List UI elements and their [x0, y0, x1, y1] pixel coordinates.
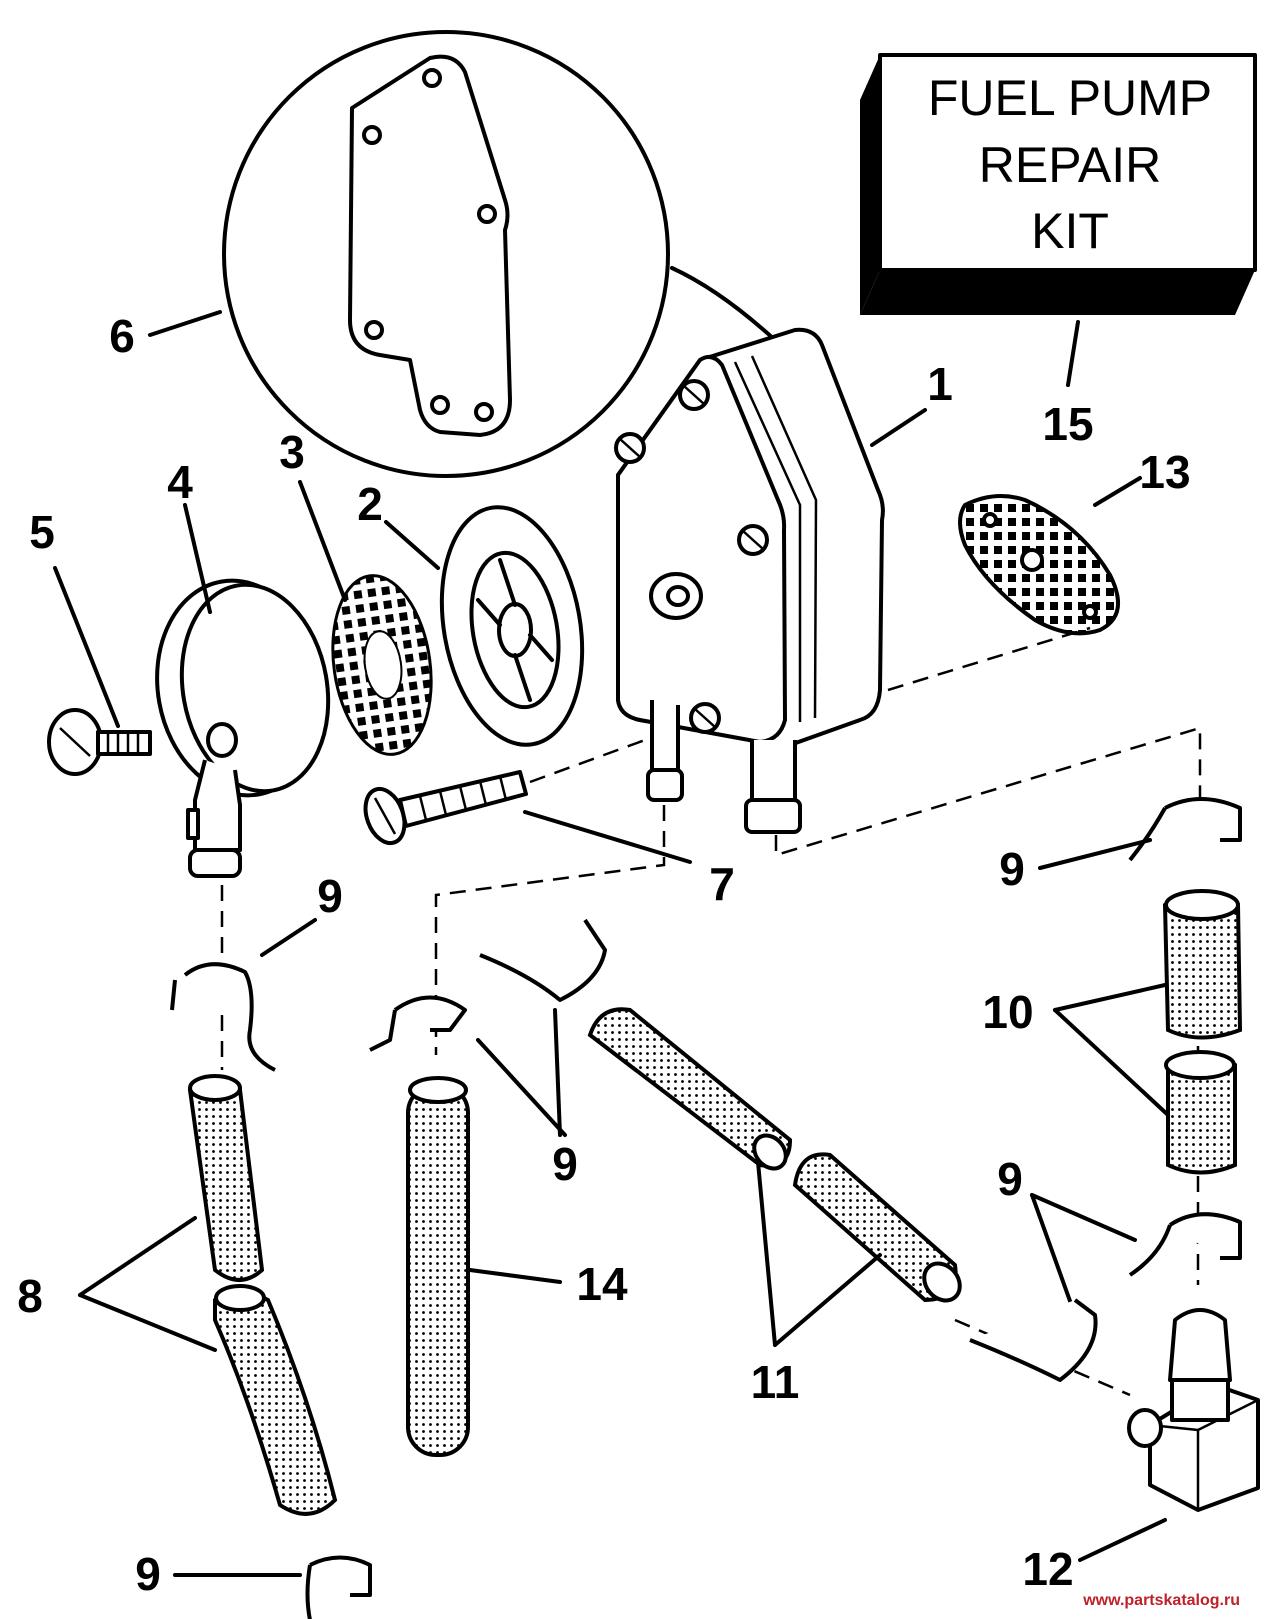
hose-clip-left-top — [170, 962, 276, 1072]
filter-cover — [155, 578, 331, 878]
fuel-hose-10b — [1164, 1050, 1237, 1175]
repair-kit-box: FUEL PUMP REPAIR KIT — [860, 53, 1257, 315]
callout-10: 10 — [982, 986, 1033, 1038]
callout-15: 15 — [1042, 398, 1093, 450]
callout-12: 12 — [1022, 1543, 1073, 1595]
fuel-hose-8a — [187, 1074, 265, 1282]
fuel-hose-14 — [406, 1076, 470, 1457]
hose-clip-center-b — [479, 918, 607, 1002]
fuel-hose-11a — [587, 1007, 793, 1171]
callout-6: 6 — [109, 310, 135, 362]
hose-clip-center-a — [369, 995, 467, 1052]
fuel-hose-10a — [1162, 889, 1243, 1040]
callout-4: 4 — [167, 456, 193, 508]
gasket-detail-circle — [222, 30, 777, 478]
kit-label-line3: KIT — [1031, 203, 1109, 259]
fuel-hose-11b — [792, 1152, 962, 1303]
callout-3: 3 — [279, 426, 305, 478]
hose-clip-right-mid — [1128, 1212, 1242, 1277]
callout-9d: 9 — [997, 1153, 1023, 1205]
fuel-hose-8b — [213, 1284, 338, 1516]
callout-14: 14 — [576, 1258, 628, 1310]
watermark-text: www.partskatalog.ru — [1082, 1592, 1240, 1609]
filter-element-disc — [439, 505, 585, 747]
callout-11: 11 — [751, 1356, 800, 1408]
callout-9b: 9 — [552, 1138, 578, 1190]
pump-screw — [363, 770, 528, 846]
callout-9a: 9 — [317, 870, 343, 922]
callout-2: 2 — [357, 478, 383, 530]
fuel-connector-fitting — [1127, 1308, 1260, 1512]
hose-clip-bottom-left — [305, 1555, 372, 1619]
mounting-gasket — [958, 494, 1120, 636]
callout-8: 8 — [17, 1270, 43, 1322]
kit-label-line2: REPAIR — [979, 137, 1161, 193]
filter-screen — [331, 574, 433, 756]
callout-7: 7 — [709, 858, 735, 910]
hose-clip-right-top — [1128, 797, 1242, 862]
kit-label-line1: FUEL PUMP — [928, 70, 1212, 126]
callout-5: 5 — [29, 506, 55, 558]
callout-9c: 9 — [999, 843, 1025, 895]
callout-9e: 9 — [135, 1548, 161, 1600]
callout-1: 1 — [927, 358, 953, 410]
thumb-screw — [47, 708, 152, 776]
callout-13: 13 — [1139, 446, 1190, 498]
hose-clip-right-low — [969, 1298, 1098, 1382]
fuel-pump-body — [614, 327, 885, 834]
